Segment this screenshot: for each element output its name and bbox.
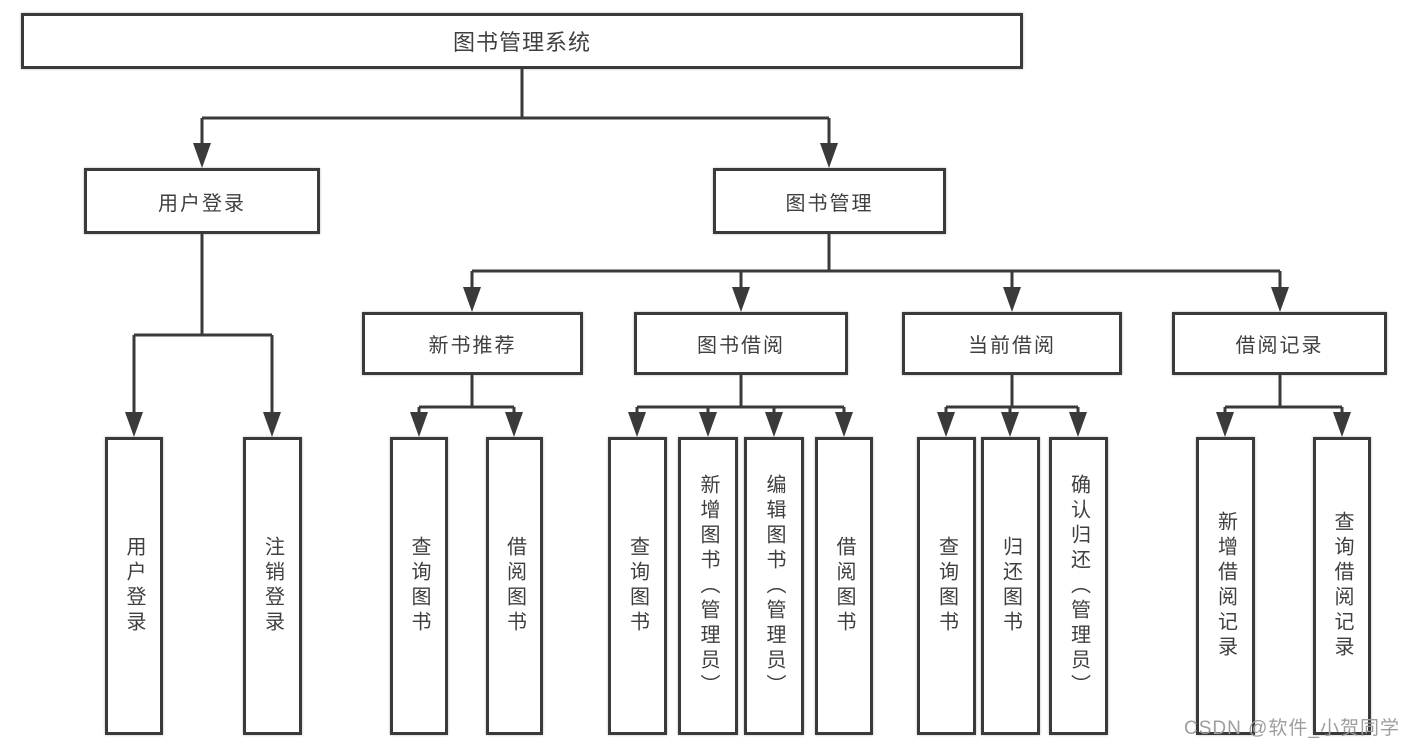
leaf-add-book-admin: 新增图书（管理员） bbox=[678, 437, 738, 735]
leaf-query-books-recommend: 查询图书 bbox=[390, 437, 448, 735]
leaf-borrow-books-recommend: 借阅图书 bbox=[486, 437, 543, 735]
leaf-label: 新增图书（管理员） bbox=[697, 473, 719, 699]
node-label: 图书借阅 bbox=[697, 335, 785, 357]
node-label: 当前借阅 bbox=[968, 335, 1056, 357]
node-label: 新书推荐 bbox=[428, 335, 517, 357]
leaf-label: 借阅图书 bbox=[503, 536, 526, 636]
node-new-book-recommend: 新书推荐 bbox=[362, 312, 583, 375]
node-root-library-system: 图书管理系统 bbox=[21, 13, 1023, 69]
leaf-label: 注销登录 bbox=[261, 536, 284, 636]
node-label: 图书管理系统 bbox=[452, 30, 591, 55]
node-book-borrow: 图书借阅 bbox=[634, 312, 848, 375]
node-label: 用户登录 bbox=[158, 192, 246, 215]
node-borrow-records: 借阅记录 bbox=[1172, 312, 1387, 375]
leaf-user-login: 用户登录 bbox=[105, 437, 163, 735]
leaf-label: 用户登录 bbox=[123, 536, 145, 636]
csdn-watermark: CSDN @软件_小贺同学 bbox=[1184, 718, 1400, 739]
leaf-label: 查询图书 bbox=[935, 536, 958, 636]
node-user-login: 用户登录 bbox=[84, 168, 320, 234]
leaf-label: 新增借阅记录 bbox=[1214, 511, 1237, 661]
leaf-label: 查询图书 bbox=[408, 536, 430, 636]
leaf-add-borrow-record: 新增借阅记录 bbox=[1196, 437, 1255, 735]
leaf-query-borrow-record: 查询借阅记录 bbox=[1313, 437, 1371, 735]
leaf-label: 确认归还（管理员） bbox=[1067, 473, 1090, 699]
arrowheads bbox=[125, 143, 1351, 437]
leaf-label: 借阅图书 bbox=[833, 536, 855, 636]
leaf-label: 查询借阅记录 bbox=[1331, 511, 1353, 661]
leaf-query-books-borrow: 查询图书 bbox=[608, 437, 667, 735]
leaf-label: 编辑图书（管理员） bbox=[763, 473, 785, 699]
leaf-logout-login: 注销登录 bbox=[243, 437, 302, 735]
node-book-management: 图书管理 bbox=[713, 168, 946, 234]
node-label: 图书管理 bbox=[785, 192, 874, 215]
node-current-borrow: 当前借阅 bbox=[902, 312, 1122, 375]
node-label: 借阅记录 bbox=[1235, 335, 1324, 357]
leaf-query-books-current: 查询图书 bbox=[917, 437, 976, 735]
leaf-edit-book-admin: 编辑图书（管理员） bbox=[744, 437, 804, 735]
leaf-return-book: 归还图书 bbox=[981, 437, 1040, 735]
leaf-label: 查询图书 bbox=[626, 536, 649, 636]
leaf-confirm-return-admin: 确认归还（管理员） bbox=[1049, 437, 1108, 735]
leaf-borrow-books: 借阅图书 bbox=[815, 437, 873, 735]
leaf-label: 归还图书 bbox=[999, 536, 1022, 636]
